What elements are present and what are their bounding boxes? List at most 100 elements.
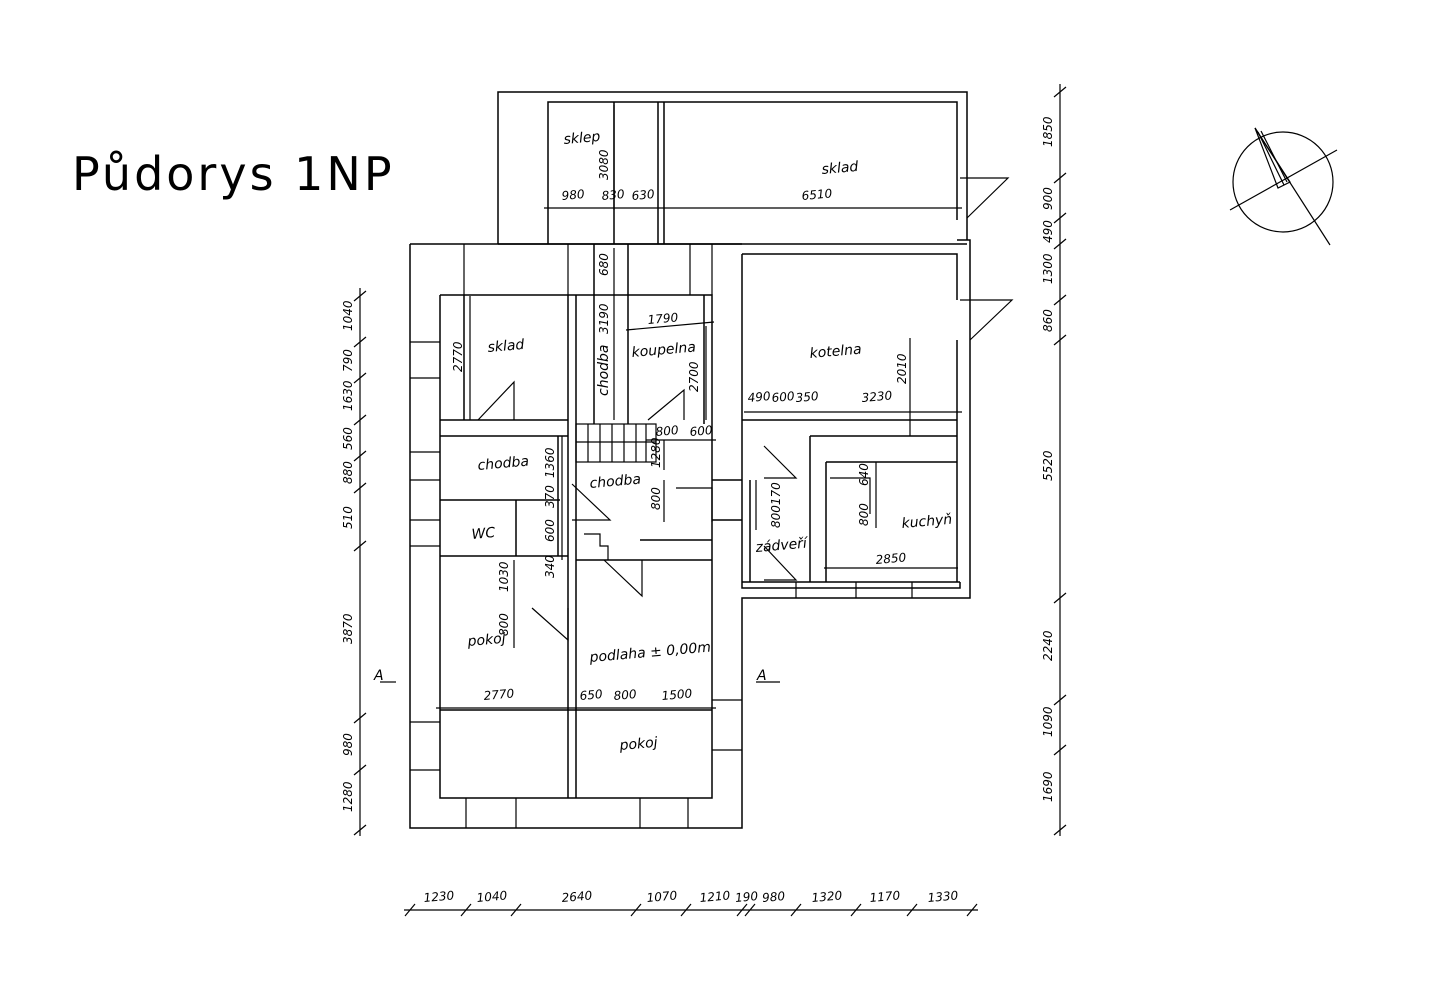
dimension-label: 5520 (1041, 450, 1055, 481)
dimension-label: 1300 (1041, 253, 1055, 284)
dim-label: 800 (497, 613, 511, 636)
dimension-tick (906, 903, 918, 917)
room-pokoj-bottom: pokoj (618, 735, 658, 754)
dimension-label: 1170 (869, 888, 901, 905)
room-kuchyn: kuchyň (901, 512, 953, 532)
dimension-tick (353, 824, 367, 836)
dimension-label: 1320 (811, 888, 843, 905)
dim-label: 2850 (875, 550, 907, 567)
dim-label: 630 (631, 187, 655, 203)
dim-label: 2700 (687, 361, 701, 392)
dim-label: 2010 (895, 353, 909, 384)
room-koupelna: koupelna (631, 339, 697, 361)
dim-label: 1280 (649, 437, 663, 468)
dimension-tick (1053, 334, 1067, 346)
dim-label: 490 (747, 389, 771, 405)
dimension-tick (353, 764, 367, 776)
dimension-label: 1070 (646, 888, 678, 905)
dimension-label: 2640 (561, 888, 593, 905)
walls (409, 91, 1014, 829)
dimension-tick (966, 903, 978, 917)
dim-label: 340 (543, 555, 557, 578)
dim-label: 800 (655, 423, 679, 439)
dim-label: 2770 (451, 341, 465, 372)
dimension-tick (1053, 294, 1067, 306)
dim-label: 800 (613, 687, 637, 703)
dimension-label: 980 (762, 889, 786, 905)
dim-label: 3190 (597, 303, 611, 334)
north-arrow-icon (1229, 127, 1338, 246)
dimension-label: 1090 (1041, 706, 1055, 737)
dimension-tick (736, 903, 748, 917)
room-sklep: sklep (563, 129, 601, 148)
dimension-label: 860 (1041, 309, 1055, 332)
dim-label: 680 (597, 253, 611, 276)
dimension-tick (1053, 592, 1067, 604)
dimension-tick (460, 903, 472, 917)
section-mark-left: A (373, 668, 384, 684)
dimension-label: 1210 (699, 888, 731, 905)
dimension-tick (353, 372, 367, 384)
room-podlaha: podlaha ± 0,00m (588, 639, 712, 666)
door-swings (477, 380, 871, 642)
room-chodba-vertical: chodba (596, 345, 612, 397)
dimension-tick (1053, 238, 1067, 250)
dimension-tick (353, 450, 367, 462)
dim-label: 800170 (769, 482, 783, 528)
dim-label: 600 (543, 519, 557, 542)
dim-label: 1790 (647, 310, 679, 327)
dimension-tick (404, 903, 416, 917)
dimension-tick (744, 903, 756, 917)
dimension-label: 1690 (1041, 771, 1055, 802)
dim-label: 6510 (801, 186, 833, 203)
dim-label: 600 (689, 423, 713, 439)
dimension-label: 1330 (927, 888, 959, 905)
dimension-label: 1040 (341, 300, 355, 331)
room-pokoj-left: pokoj (466, 631, 506, 650)
dimension-tick (353, 336, 367, 348)
dimension-label: 2240 (1041, 630, 1055, 661)
dimension-label: 190 (735, 889, 759, 905)
dim-label: 980 (561, 187, 585, 203)
dimension-label: 790 (341, 349, 355, 372)
dimension-tick (1053, 86, 1067, 98)
dimension-tick (1053, 172, 1067, 184)
room-labels: sklep sklad sklad chodba koupelna koteln… (373, 129, 953, 754)
dim-label: 1360 (543, 447, 557, 478)
dim-label: 2770 (483, 686, 515, 703)
dimension-tick (353, 482, 367, 494)
dim-label: 640 (857, 463, 871, 486)
dimension-tick (850, 903, 862, 917)
dimension-tick (353, 712, 367, 724)
dimension-label: 1040 (476, 888, 508, 905)
dimension-tick (353, 414, 367, 426)
dimension-tick (1053, 744, 1067, 756)
dimension-tick (510, 903, 522, 917)
dimension-tick (1053, 824, 1067, 836)
dim-label: 350 (795, 389, 819, 405)
dimension-tick (1053, 212, 1067, 224)
dimension-label: 1280 (341, 781, 355, 812)
internal-dimension-lines (380, 105, 962, 709)
room-kotelna: kotelna (809, 342, 862, 362)
dimension-label: 980 (341, 733, 355, 756)
room-wc: WC (471, 525, 496, 543)
dimension-label: 1230 (423, 888, 455, 905)
dimension-label: 1630 (341, 380, 355, 411)
room-zadveri: zádveří (754, 535, 810, 556)
dim-label: 650 (579, 687, 603, 703)
dimension-label: 510 (341, 506, 355, 529)
dimension-label: 490 (1041, 220, 1055, 243)
room-sklad-top: sklad (821, 159, 859, 178)
dim-label: 800 (857, 503, 871, 526)
dim-label: 600 (771, 389, 795, 405)
dim-label: 370 (543, 485, 557, 508)
dim-label: 1500 (661, 686, 693, 703)
dimension-tick (1053, 694, 1067, 706)
dimension-label: 900 (1041, 187, 1055, 210)
dim-label: 3230 (861, 388, 893, 405)
